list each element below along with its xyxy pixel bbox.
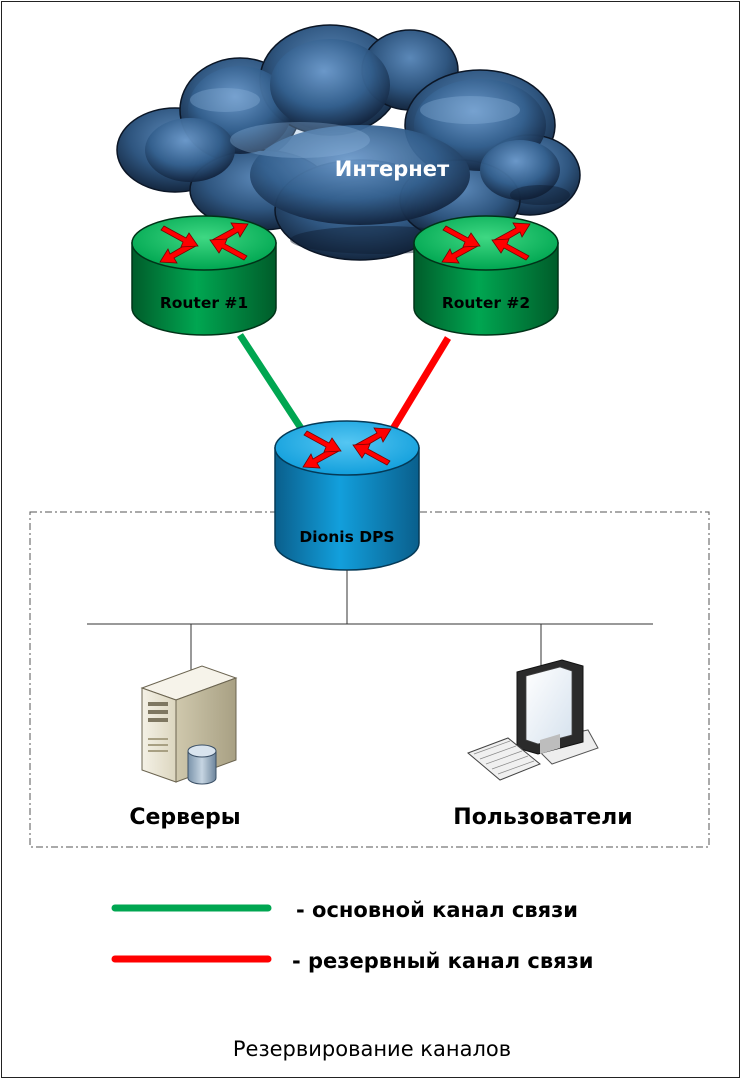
lan-boundary <box>29 511 710 848</box>
legend-backup-text: - резервный канал связи <box>292 949 594 973</box>
internet-label: Интернет <box>335 157 450 181</box>
router-arrow-3 <box>442 225 481 248</box>
router-arrow-4 <box>209 238 248 261</box>
keyboard-icon <box>467 737 541 781</box>
legend: - основной канал связи - резервный канал… <box>111 898 594 973</box>
router-arrow-3 <box>303 430 342 453</box>
router-1-label: Router #1 <box>160 294 248 312</box>
workstation-icon <box>467 659 599 781</box>
internet-cloud-icon <box>116 24 581 261</box>
dionis-dps-label: Dionis DPS <box>299 528 394 546</box>
router-1-icon <box>131 215 277 336</box>
router-arrow-4 <box>491 238 530 261</box>
router-2-icon <box>413 215 559 336</box>
dionis-dps-icon <box>274 420 420 571</box>
router-arrow-4 <box>352 443 391 466</box>
server-icon <box>140 665 238 785</box>
backup-link <box>382 336 451 444</box>
legend-primary-text: - основной канал связи <box>296 898 578 922</box>
users-label: Пользователи <box>453 805 632 830</box>
diagram-caption: Резервирование каналов <box>233 1037 511 1061</box>
servers-label: Серверы <box>129 805 240 830</box>
router-arrow-3 <box>160 225 199 248</box>
primary-link <box>237 333 313 444</box>
router-2-label: Router #2 <box>442 294 530 312</box>
database-icon <box>187 744 217 785</box>
